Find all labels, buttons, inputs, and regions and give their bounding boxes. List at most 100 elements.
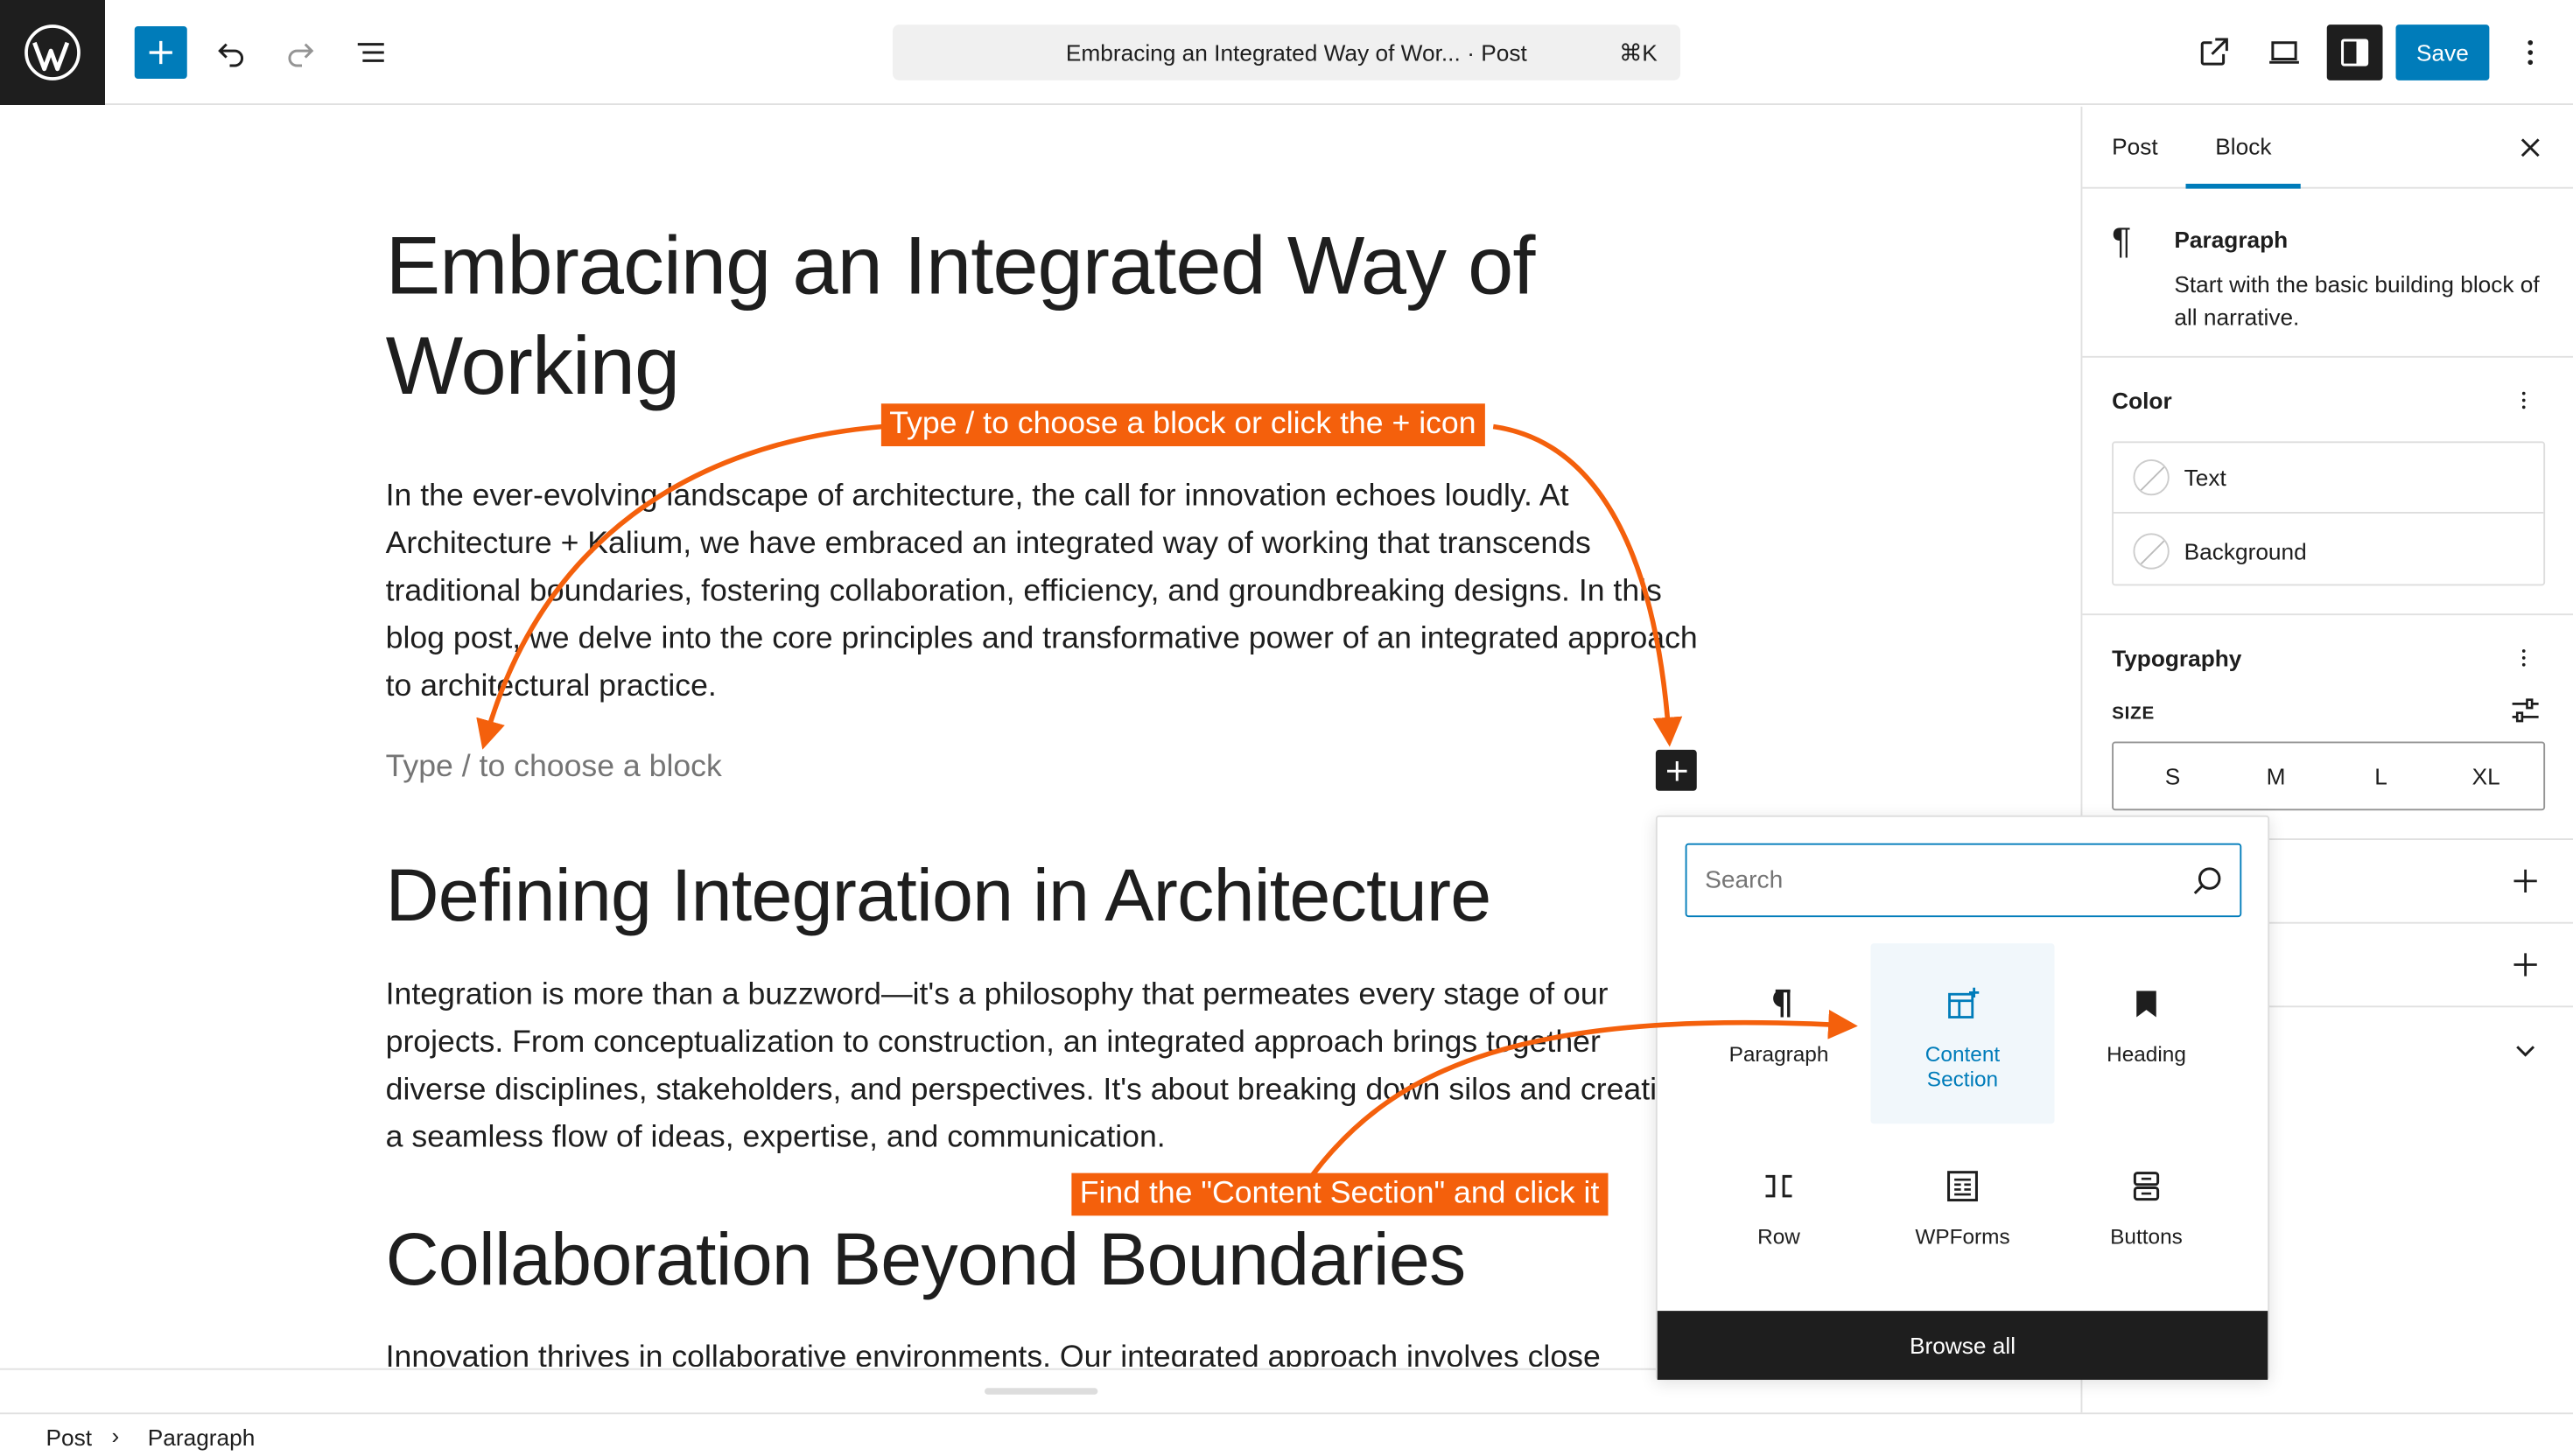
block-option-label: Row: [1757, 1223, 1800, 1249]
color-options-button[interactable]: [2513, 384, 2535, 417]
text-color-option[interactable]: Text: [2114, 443, 2544, 514]
block-append-button[interactable]: [1655, 749, 1697, 791]
divider: [2082, 613, 2573, 616]
annotation-callout: Type / to choose a block or click the + …: [880, 403, 1484, 446]
desktop-icon: [2269, 41, 2299, 64]
list-view-icon: [357, 43, 384, 62]
empty-swatch-icon: [2133, 459, 2170, 496]
block-option-label: WPForms: [1915, 1223, 2010, 1249]
divider: [2082, 838, 2573, 840]
document-bar[interactable]: Embracing an Integrated Way of Wor... · …: [893, 24, 1680, 80]
block-breadcrumb: Post › Paragraph: [0, 1412, 2573, 1456]
view-post-button[interactable]: [2187, 26, 2240, 79]
font-size-option-xl[interactable]: XL: [2471, 762, 2500, 789]
typography-panel-title: Typography: [2112, 644, 2242, 671]
preview-device-button[interactable]: [2258, 26, 2310, 79]
resize-handle[interactable]: [985, 1388, 1098, 1395]
plus-icon[interactable]: [2509, 864, 2542, 898]
chevron-down-icon[interactable]: [2509, 1033, 2542, 1067]
editor-header: Embracing an Integrated Way of Wor... · …: [0, 0, 2573, 105]
divider: [2082, 921, 2573, 924]
heading-bookmark-icon: [2125, 983, 2168, 1026]
block-card: ¶ Paragraph Start with the basic buildin…: [2082, 191, 2573, 358]
block-option-row[interactable]: Row: [1687, 1125, 1871, 1306]
heading-block[interactable]: Collaboration Beyond Boundaries: [385, 1217, 1467, 1301]
quick-inserter-popover: Paragraph Content Section Heading Row WP…: [1655, 815, 2270, 1380]
block-card-description: Start with the basic building block of a…: [2174, 270, 2540, 330]
typography-options-button[interactable]: [2513, 641, 2535, 675]
plus-icon[interactable]: [2509, 948, 2542, 982]
active-tab-indicator: [2185, 184, 2301, 189]
empty-swatch-icon: [2133, 532, 2170, 569]
block-search-field[interactable]: [1685, 843, 2242, 918]
settings-sliders-icon[interactable]: [2509, 694, 2542, 727]
font-size-toggle-group: S M L XL: [2112, 741, 2546, 811]
search-icon: [2193, 867, 2221, 894]
block-option-label: Content Section: [1924, 1041, 2001, 1091]
options-menu-button[interactable]: [2504, 26, 2556, 79]
undo-icon: [218, 43, 243, 67]
color-panel-title: Color: [2112, 387, 2172, 414]
document-post-type: · Post: [1467, 39, 1527, 66]
chevron-right-icon: ›: [111, 1422, 120, 1449]
external-link-icon: [2200, 38, 2228, 66]
sidebar-tabs: Post Block: [2082, 107, 2573, 189]
tab-block[interactable]: Block: [2215, 132, 2272, 159]
block-option-label: Paragraph: [1728, 1041, 1829, 1067]
plus-icon: [149, 40, 172, 65]
redo-button[interactable]: [274, 26, 326, 79]
tab-post[interactable]: Post: [2112, 132, 2158, 159]
breadcrumb-item-post[interactable]: Post: [46, 1424, 93, 1451]
divider: [2082, 1005, 2573, 1008]
command-shortcut: ⌘K: [1618, 38, 1658, 66]
font-size-option-m[interactable]: M: [2266, 762, 2286, 789]
redo-icon: [288, 43, 314, 67]
undo-button[interactable]: [205, 26, 257, 79]
font-size-option-l[interactable]: L: [2374, 762, 2387, 789]
paragraph-icon: ¶: [2112, 220, 2132, 262]
settings-sidebar-toggle-button[interactable]: [2326, 24, 2383, 80]
background-color-option[interactable]: Background: [2114, 515, 2543, 586]
empty-paragraph-placeholder[interactable]: Type / to choose a block: [385, 749, 722, 785]
block-option-label: Heading: [2107, 1041, 2186, 1067]
more-vertical-icon: [2527, 39, 2534, 66]
wordpress-logo-icon[interactable]: [0, 0, 105, 105]
breadcrumb-item-paragraph[interactable]: Paragraph: [147, 1424, 256, 1451]
sidebar-icon: [2341, 38, 2369, 66]
color-settings-list: Text Background: [2112, 441, 2546, 586]
browse-all-button[interactable]: Browse all: [1657, 1311, 2268, 1380]
document-overview-button[interactable]: [345, 26, 397, 79]
editor-divider: [0, 1368, 2081, 1370]
wpforms-icon: [1941, 1165, 1984, 1208]
plus-icon: [1666, 760, 1686, 780]
paragraph-block[interactable]: In the ever-evolving landscape of archit…: [385, 479, 1698, 704]
row-icon: [1757, 1165, 1800, 1208]
buttons-icon: [2125, 1165, 2168, 1208]
color-option-label: Background: [2184, 537, 2307, 564]
block-inserter-toggle-button[interactable]: [134, 26, 187, 79]
more-vertical-icon: [2521, 391, 2526, 410]
block-option-paragraph[interactable]: Paragraph: [1687, 943, 1871, 1124]
heading-block[interactable]: Defining Integration in Architecture: [385, 853, 1492, 937]
block-option-heading[interactable]: Heading: [2055, 943, 2239, 1124]
paragraph-block[interactable]: Integration is more than a buzzword—it's…: [385, 977, 1692, 1156]
more-vertical-icon: [2521, 649, 2526, 667]
block-option-label: Buttons: [2110, 1223, 2183, 1249]
color-option-label: Text: [2184, 464, 2226, 491]
save-button[interactable]: Save: [2395, 24, 2490, 80]
content-section-icon: [1941, 983, 1984, 1026]
paragraph-block[interactable]: Innovation thrives in collaborative envi…: [385, 1340, 1601, 1367]
document-title: Embracing an Integrated Way of Wor...: [1065, 39, 1461, 66]
block-option-buttons[interactable]: Buttons: [2055, 1125, 2239, 1306]
font-size-option-s[interactable]: S: [2164, 762, 2181, 789]
paragraph-icon: [1757, 983, 1800, 1026]
close-sidebar-button[interactable]: [2513, 130, 2548, 165]
block-search-input[interactable]: [1705, 861, 2165, 898]
font-size-label: SIZE: [2112, 704, 2155, 724]
block-card-title: Paragraph: [2174, 226, 2289, 253]
close-icon: [2520, 138, 2540, 158]
block-option-content-section[interactable]: Content Section: [1870, 943, 2055, 1124]
post-title[interactable]: Embracing an Integrated Way of Working: [385, 220, 1536, 412]
block-option-wpforms[interactable]: WPForms: [1871, 1125, 2055, 1306]
annotation-callout: Find the "Content Section" and click it: [1071, 1172, 1608, 1216]
